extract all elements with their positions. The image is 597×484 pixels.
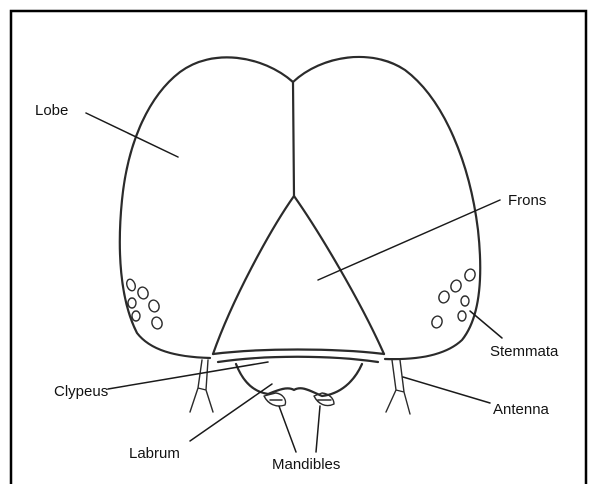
stemmata-leader [470,311,502,338]
frons-leader [318,200,500,280]
lobe-label: Lobe [35,102,68,119]
labrum-outline [236,364,362,396]
mandibles-leader-right [316,406,320,452]
antenna-label: Antenna [493,401,550,418]
mandibles-label: Mandibles [272,456,340,473]
antenna-leader [403,377,490,403]
clypeus-outline [213,350,384,363]
clypeus-leader [108,362,268,389]
stemmata-label: Stemmata [490,343,559,360]
left-antenna [190,360,213,412]
right-lobe-outline [293,57,480,359]
right-stemmata [430,268,477,330]
clypeus-label: Clypeus [54,383,108,400]
frons-label: Frons [508,192,546,209]
right-antenna [386,360,410,414]
labrum-leader [190,384,272,441]
mandibles-leader-left [279,406,296,452]
left-lobe-outline [120,57,293,358]
frons-outline [213,196,384,354]
left-stemmata [125,278,164,330]
epicranial-suture [293,82,294,196]
labrum-label: Labrum [129,445,180,462]
